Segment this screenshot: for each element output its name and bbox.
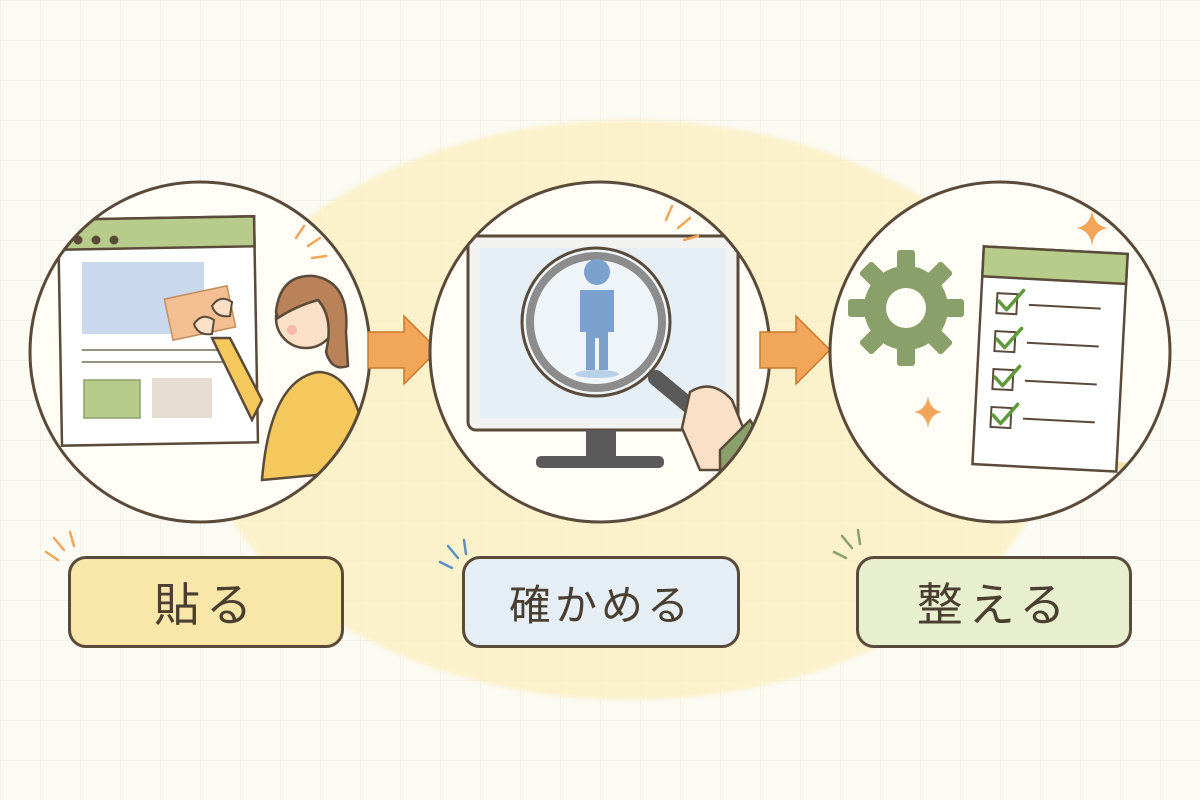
step-3-illustration [828,180,1172,524]
arrow-right-icon [759,314,832,386]
step-2-illustration [428,180,772,524]
sparkle-icon [664,204,700,242]
accent-marks-icon [832,528,862,560]
step-2-label: 確かめる [462,556,740,648]
accent-marks-icon [438,538,468,570]
step-3-label: 整える [856,556,1132,648]
step-1-illustration [28,180,372,524]
sparkle-icon [914,396,942,428]
step-1-label: 貼る [68,556,344,648]
arrow-right-icon [367,314,440,386]
accent-marks-icon [44,530,76,562]
sparkle-icon [294,224,328,260]
sparkle-icon [1076,210,1108,246]
magnifier-person-icon [466,234,770,482]
gear-checklist-icon [848,245,1142,473]
